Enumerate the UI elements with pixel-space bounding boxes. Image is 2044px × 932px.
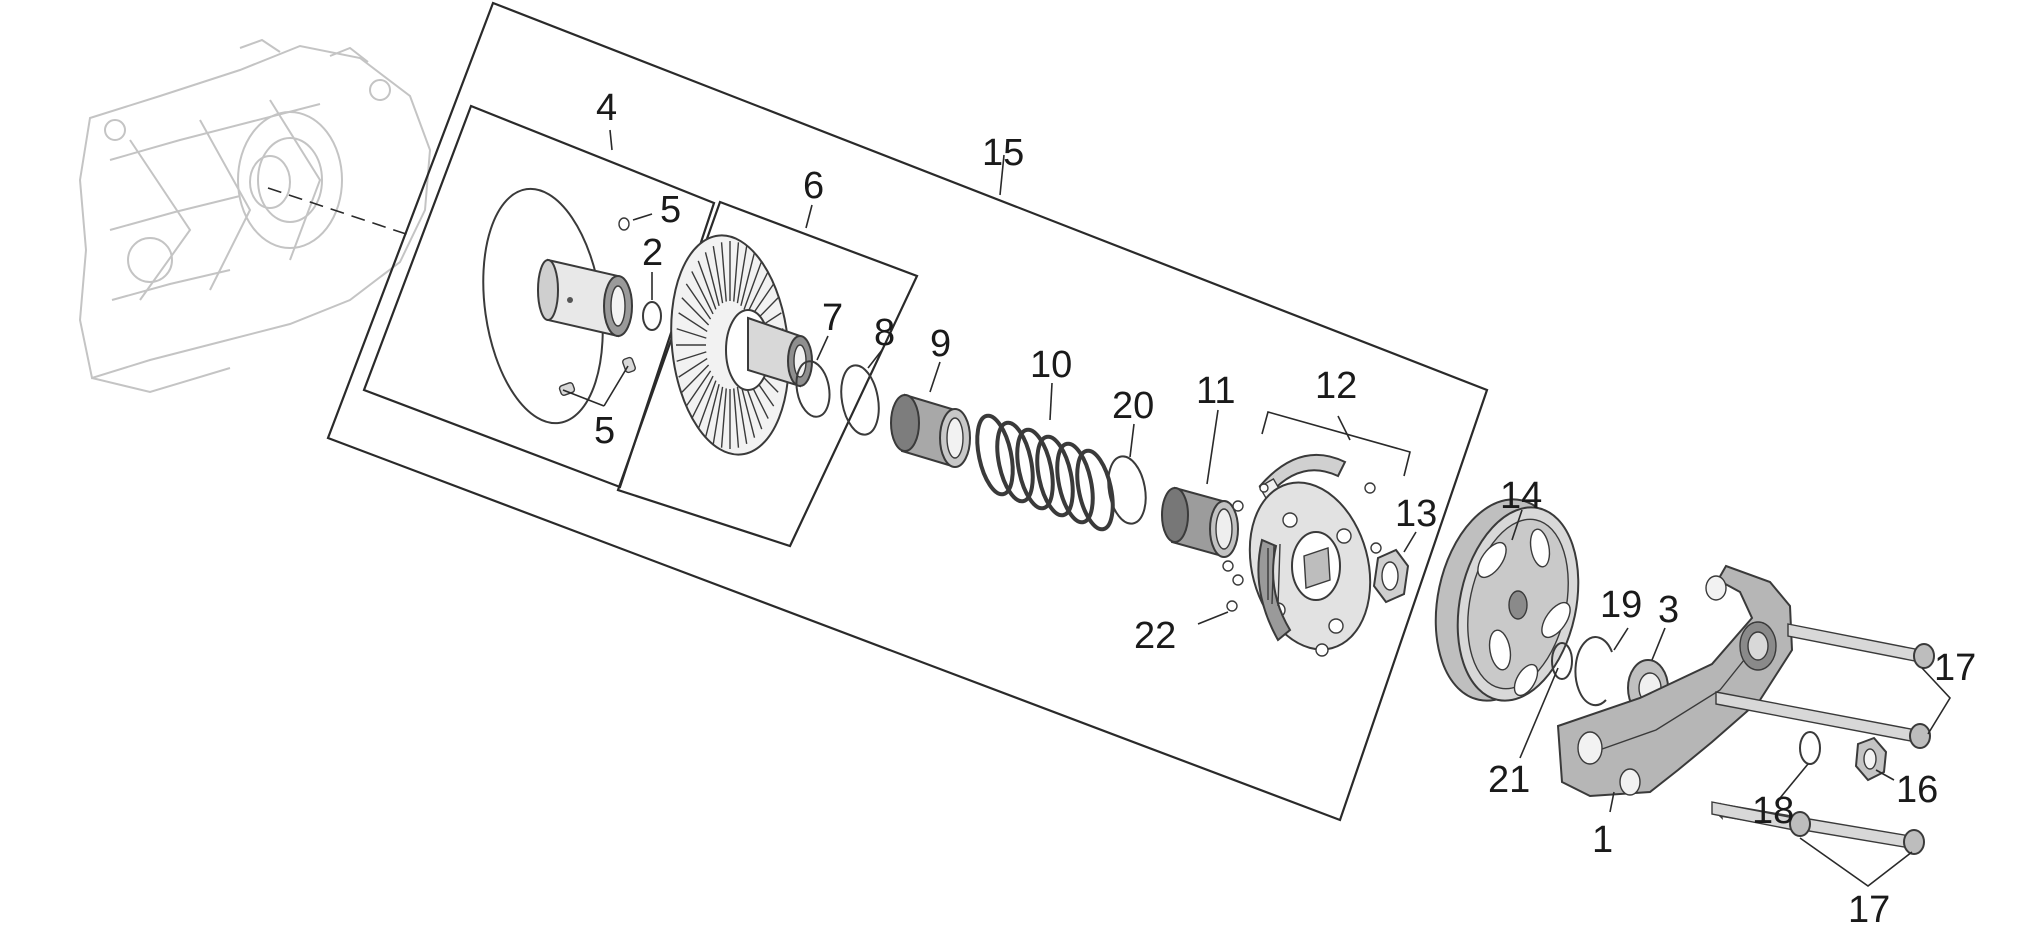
washer-21	[1551, 642, 1573, 680]
nut-13	[1372, 548, 1410, 604]
label-5-top: 5	[660, 189, 681, 231]
part-labels: 4 5 2 5 6 7 8 9 10 15 20 11 12 13 22 14 …	[594, 87, 1976, 931]
pulley-fin	[733, 242, 740, 302]
pulley-fin	[740, 252, 756, 306]
pulley-fin	[685, 283, 712, 320]
circlip-19	[1574, 636, 1613, 707]
label-15: 15	[982, 132, 1024, 174]
o-ring-8	[840, 364, 880, 436]
label-3: 3	[1658, 589, 1679, 631]
pulley-fin	[704, 384, 720, 438]
spacer-ring-2	[642, 301, 662, 331]
pulley-fin	[697, 260, 717, 310]
pulley-fin	[704, 252, 720, 306]
label-8: 8	[874, 312, 895, 354]
label-11: 11	[1196, 370, 1235, 412]
label-9: 9	[930, 323, 951, 365]
spring-coil	[995, 420, 1035, 504]
pulley-fin	[743, 260, 763, 310]
label-7: 7	[822, 297, 843, 339]
label-1: 1	[1592, 819, 1613, 861]
pulley-fin	[676, 328, 707, 339]
sleeve-9	[890, 393, 971, 468]
label-10: 10	[1030, 344, 1072, 386]
kit-frame-15	[326, 1, 1489, 822]
support-cover-1	[1556, 564, 1794, 798]
o-ring-20	[1107, 455, 1147, 525]
label-14: 14	[1500, 475, 1542, 517]
fixed-pulley-half	[482, 187, 633, 425]
nut-16	[1854, 736, 1888, 782]
label-21: 21	[1488, 759, 1530, 801]
clutch-spring-10	[975, 413, 1115, 532]
pulley-fin	[740, 384, 756, 438]
label-18: 18	[1752, 790, 1794, 832]
engine-case-ghost	[78, 38, 432, 394]
pulley-fin	[736, 386, 748, 445]
pulley-fin	[678, 312, 708, 332]
pulley-fin	[720, 388, 727, 448]
label-5-bottom: 5	[594, 410, 615, 452]
spring-coil	[1055, 441, 1095, 525]
label-12: 12	[1315, 365, 1357, 407]
pulley-fin	[685, 370, 712, 407]
pulley-fin	[733, 388, 740, 448]
pulley-fin	[746, 271, 769, 315]
pulley-fin	[697, 380, 717, 430]
spring-coil	[1015, 427, 1055, 511]
label-17-bottom: 17	[1848, 889, 1890, 931]
label-22: 22	[1134, 615, 1176, 657]
leader-lines	[562, 129, 1951, 887]
label-2: 2	[642, 232, 663, 274]
clutch-bell-14	[1434, 498, 1580, 702]
pulley-fin	[736, 245, 748, 304]
label-6: 6	[803, 165, 824, 207]
label-4: 4	[596, 87, 617, 129]
label-16: 16	[1896, 769, 1938, 811]
kit-frame-6	[616, 200, 919, 548]
label-20: 20	[1112, 385, 1154, 427]
clutch-shoe-assembly-12	[1222, 453, 1382, 657]
spring-coil	[1035, 434, 1075, 518]
pulley-fin	[720, 242, 727, 302]
spring-coil	[975, 413, 1015, 497]
sleeve-11	[1161, 486, 1239, 558]
label-17-top: 17	[1934, 647, 1976, 689]
pulley-fin	[681, 364, 710, 393]
label-13: 13	[1395, 493, 1437, 535]
spring-coil	[1075, 448, 1115, 532]
washer-18	[1799, 731, 1821, 765]
pulley-fin	[681, 297, 710, 326]
pulley-fin	[712, 386, 724, 445]
label-19: 19	[1600, 584, 1642, 626]
pulley-fin	[691, 375, 714, 419]
pulley-fin	[678, 358, 708, 378]
pulley-fin	[712, 245, 724, 304]
pulley-fin	[691, 271, 714, 315]
movable-pulley-half	[670, 234, 813, 456]
o-ring-7	[795, 360, 831, 418]
bolts-17	[1711, 623, 1935, 855]
pulley-fin	[676, 351, 707, 362]
